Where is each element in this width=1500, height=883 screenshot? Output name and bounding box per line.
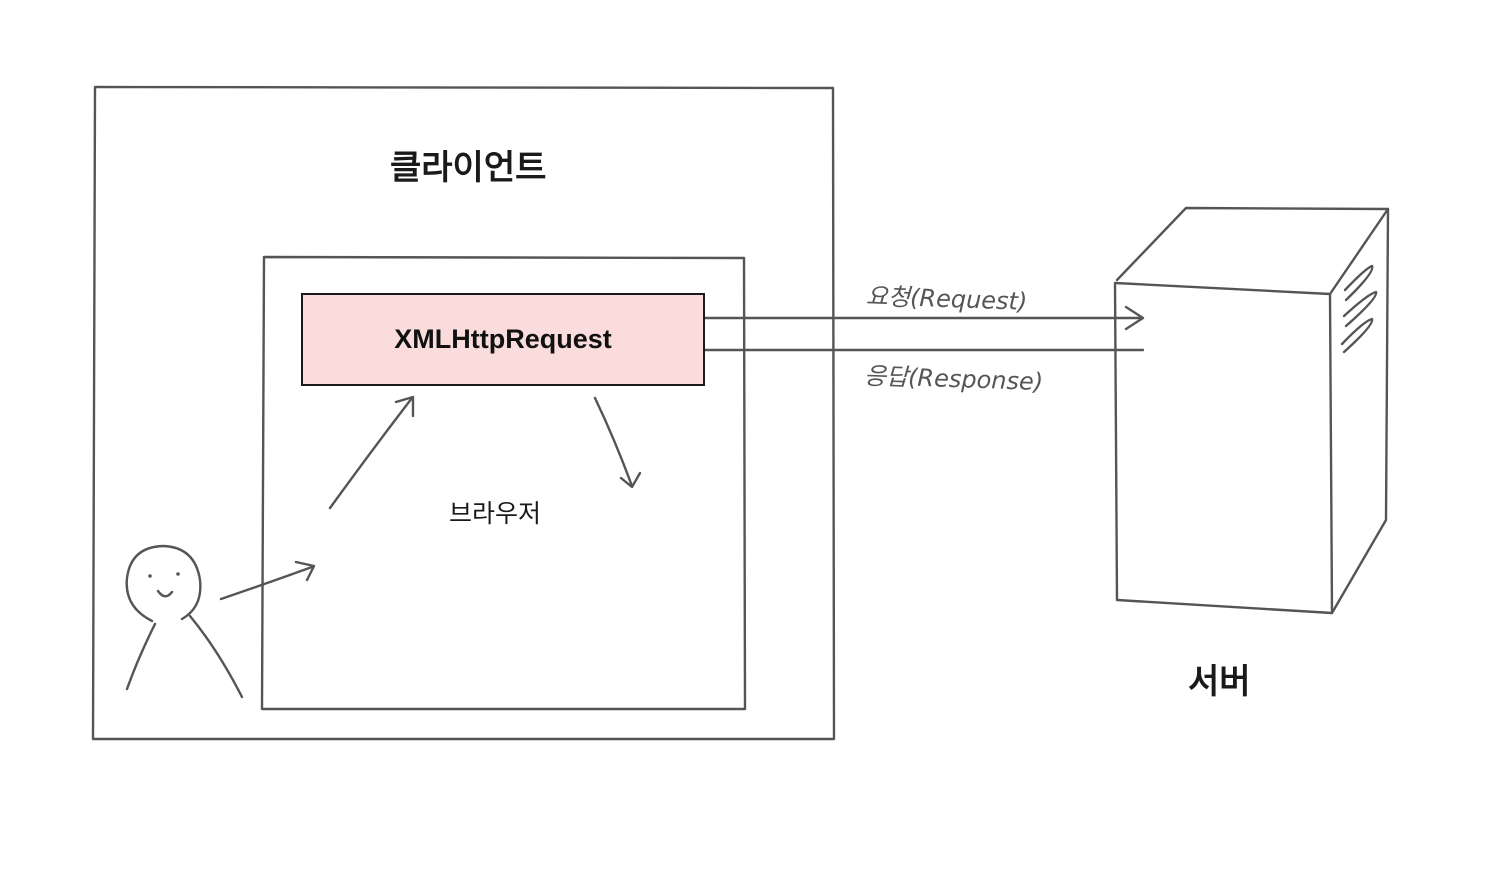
- user-icon: [125, 544, 244, 699]
- client-box: [91, 85, 836, 741]
- server-title: 서버: [1188, 662, 1251, 702]
- xmlhttprequest-box: XMLHttpRequest: [301, 293, 705, 386]
- xmlhttprequest-label: XMLHttpRequest: [394, 324, 612, 354]
- xhr-to-browser-arrow: [593, 396, 642, 489]
- browser-title: 브라우저: [449, 499, 542, 528]
- request-arrow: [681, 305, 1145, 331]
- server-icon: [1113, 206, 1390, 615]
- user-to-browser-arrow: [219, 560, 316, 601]
- response-label: 응답(Response): [863, 361, 1044, 397]
- client-title: 클라이언트: [390, 148, 547, 188]
- browser-box: [260, 255, 747, 711]
- browser-to-xhr-arrow: [328, 395, 415, 510]
- request-label: 요청(Request): [865, 282, 1028, 316]
